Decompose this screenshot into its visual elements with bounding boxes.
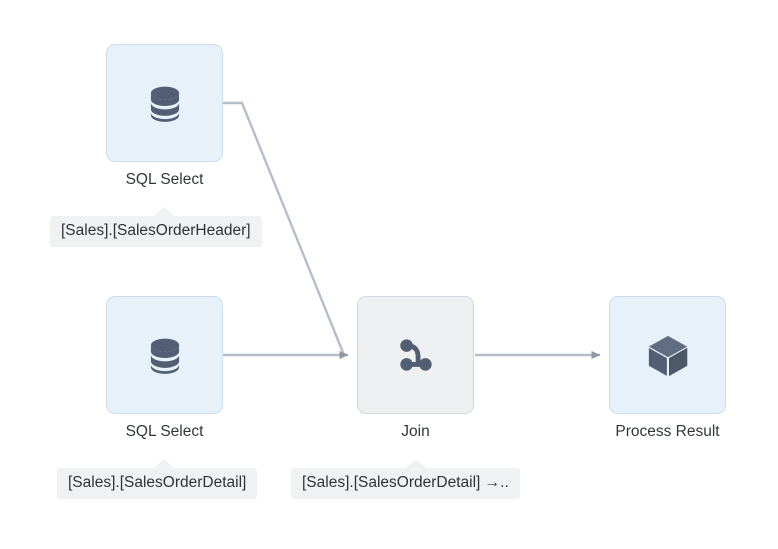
tooltip-caret: [154, 207, 174, 216]
node-sql-select-header[interactable]: [106, 44, 223, 162]
database-icon: [140, 330, 190, 380]
node-label-sql-select-detail: SQL Select: [125, 423, 204, 440]
join-icon: [393, 332, 439, 378]
tooltip-sql-select-header: [Sales].[SalesOrderHeader]: [50, 207, 262, 247]
tooltip-text: [Sales].[SalesOrderHeader]: [61, 222, 251, 239]
tooltip-caret: [406, 459, 426, 468]
tooltip-text: [Sales].[SalesOrderDetail] →..: [302, 474, 509, 491]
node-process-result[interactable]: [609, 296, 726, 414]
cube-icon: [641, 328, 695, 382]
node-sql-select-detail[interactable]: [106, 296, 223, 414]
node-label-join: Join: [401, 423, 430, 440]
tooltip-sql-select-detail: [Sales].[SalesOrderDetail]: [57, 459, 258, 499]
node-label-sql-select-header: SQL Select: [125, 171, 204, 188]
node-join[interactable]: [357, 296, 474, 414]
tooltip-text: [Sales].[SalesOrderDetail]: [68, 474, 247, 491]
database-icon: [140, 78, 190, 128]
tooltip-join: [Sales].[SalesOrderDetail] →..: [291, 459, 520, 499]
tooltip-caret: [154, 459, 174, 468]
node-label-process-result: Process Result: [615, 423, 720, 440]
